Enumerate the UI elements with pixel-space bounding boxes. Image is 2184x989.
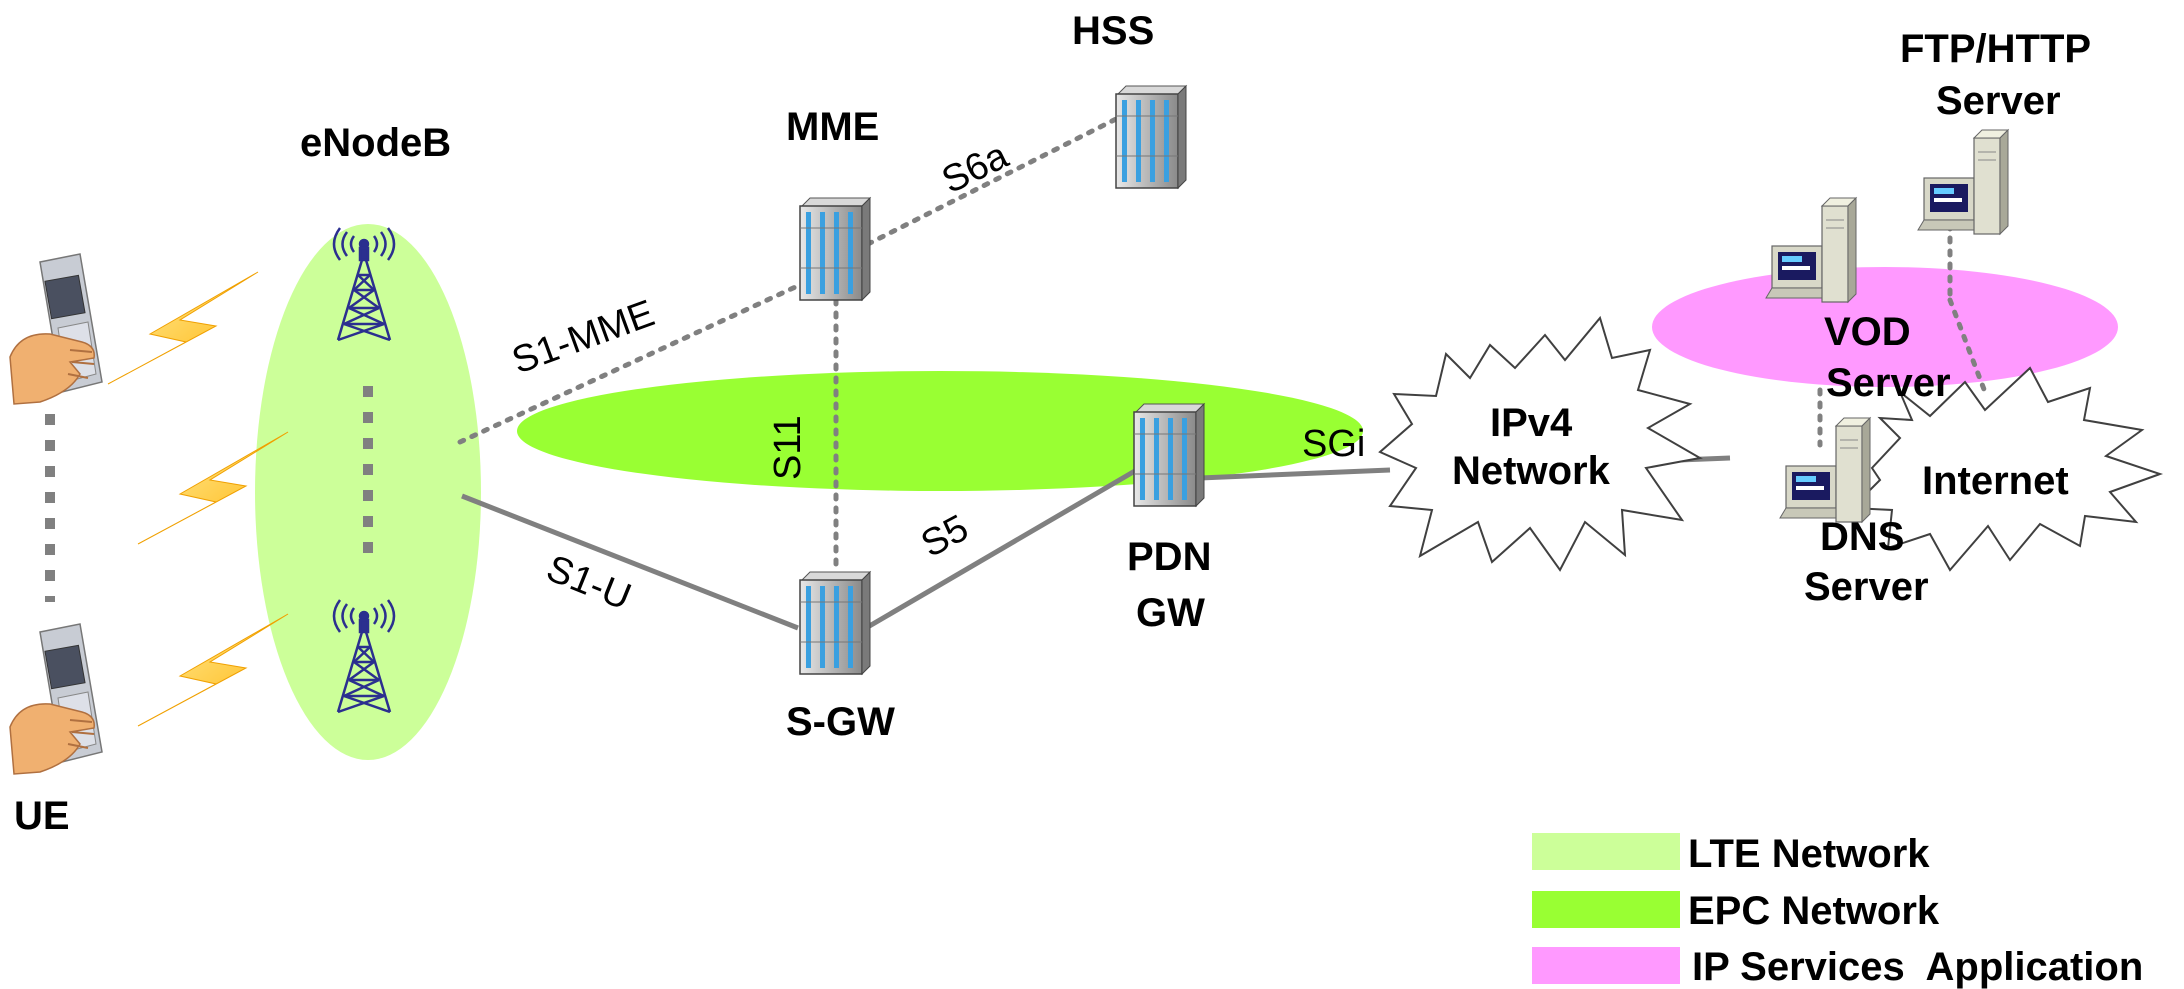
- hss-server-icon: [1115, 85, 1187, 189]
- ue-phone-bottom-icon: [9, 623, 103, 775]
- ipv4-network-label-line2: Network: [1452, 449, 1611, 493]
- s6a-link: [865, 115, 1121, 247]
- lightning-bottom-icon: [137, 613, 289, 727]
- legend-swatch-lte: [1532, 833, 1680, 870]
- dns-server-label-line2: Server: [1804, 565, 1929, 609]
- ipv4-network-label-line1: IPv4: [1490, 401, 1573, 445]
- pdn-gw-label-line2: GW: [1136, 591, 1205, 635]
- legend-label-epc: EPC Network: [1688, 889, 1940, 933]
- sgw-label: S-GW: [786, 700, 895, 744]
- s1-mme-label: S1-MME: [507, 292, 660, 382]
- ue-label: UE: [14, 794, 70, 838]
- s5-link: [864, 465, 1142, 631]
- sgi-link: [1199, 467, 1391, 481]
- pdn-gw-label-line1: PDN: [1127, 535, 1211, 579]
- dns-server-label-line1: DNS: [1820, 515, 1904, 559]
- ue-phone-top-icon: [9, 253, 103, 405]
- lightning-top-icon: [107, 271, 259, 385]
- s1-mme-link: [457, 280, 807, 445]
- dns-server-computer-icon: [1779, 417, 1871, 523]
- s5-label: S5: [915, 507, 976, 566]
- ipv4-network-cloud: [1378, 315, 1703, 572]
- s11-label: S11: [767, 415, 809, 480]
- legend-swatch-ip-services: [1532, 947, 1680, 984]
- internet-label: Internet: [1922, 459, 2069, 503]
- vod-server-computer-icon: [1765, 197, 1857, 303]
- vod-server-label-line2: Server: [1826, 361, 1951, 405]
- sgi-label: SGi: [1302, 423, 1365, 465]
- sgw-server-icon: [799, 571, 871, 675]
- internet-cloud: [1849, 366, 2164, 572]
- epc-region: [517, 371, 1363, 491]
- pdn-gw-server-icon: [1133, 403, 1205, 507]
- legend: LTE Network EPC Network IP Services Appl…: [1532, 832, 2143, 989]
- ftp-http-server-label-line1: FTP/HTTP: [1900, 27, 2091, 71]
- hss-label: HSS: [1072, 9, 1154, 53]
- vod-server-label-line1: VOD: [1824, 310, 1911, 354]
- legend-swatch-epc: [1532, 891, 1680, 928]
- ftp-http-server-label-line2: Server: [1936, 79, 2061, 123]
- mme-label: MME: [786, 105, 879, 149]
- enodeb-label: eNodeB: [300, 121, 451, 165]
- mme-server-icon: [799, 197, 871, 301]
- legend-label-lte: LTE Network: [1688, 832, 1930, 876]
- s1-u-link: [461, 493, 799, 631]
- legend-label-ip-services: IP Services Application: [1692, 945, 2143, 989]
- ftp-server-computer-icon: [1917, 129, 2009, 235]
